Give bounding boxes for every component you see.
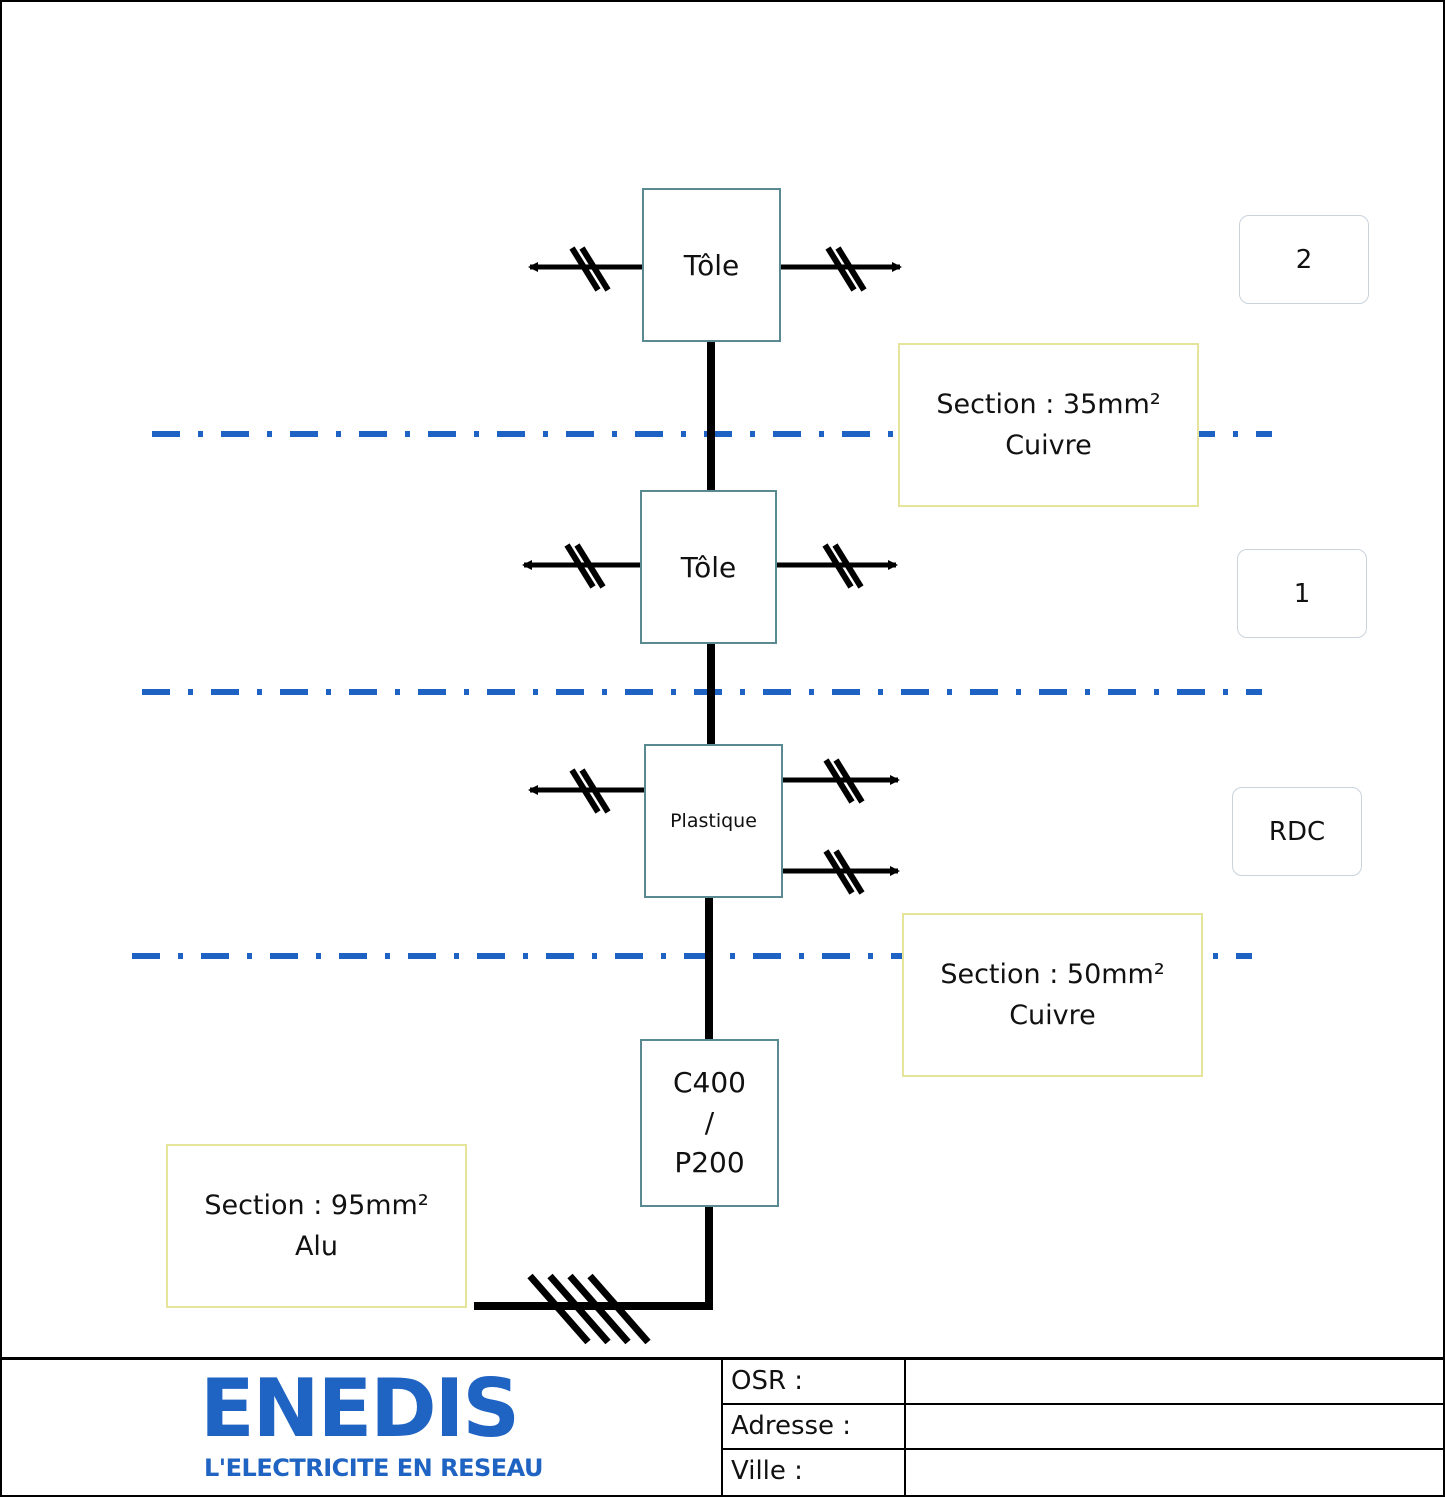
row-adresse: Adresse : bbox=[723, 1405, 1443, 1450]
section-note-35mm-line-1: Section : 35mm² bbox=[936, 389, 1161, 420]
row-ville-value[interactable] bbox=[904, 1450, 1443, 1495]
row-ville-label: Ville : bbox=[731, 1456, 803, 1486]
meter-label-line-1: C400 bbox=[673, 1066, 746, 1099]
level-label-rdc: RDC bbox=[1232, 787, 1362, 876]
panel-level-1-label: Tôle bbox=[680, 550, 737, 584]
meter-label-line-2: / bbox=[704, 1106, 715, 1139]
logo-cell: ENEDIS L'ELECTRICITE EN RESEAU bbox=[2, 1360, 723, 1495]
level-label-2: 2 bbox=[1239, 215, 1369, 304]
panel-level-1: Tôle bbox=[640, 490, 777, 644]
row-osr: OSR : bbox=[723, 1360, 1443, 1405]
section-note-95mm-line-1: Section : 95mm² bbox=[204, 1190, 429, 1221]
section-note-35mm: Section : 35mm² Cuivre bbox=[898, 343, 1199, 507]
section-note-35mm-line-2: Cuivre bbox=[1005, 430, 1092, 461]
section-note-95mm: Section : 95mm² Alu bbox=[166, 1144, 467, 1308]
panel-level-2: Tôle bbox=[642, 188, 781, 342]
section-note-50mm-line-2: Cuivre bbox=[1009, 1000, 1096, 1031]
panel-rdc-label: Plastique bbox=[670, 810, 757, 832]
section-note-50mm-line-1: Section : 50mm² bbox=[940, 959, 1165, 990]
meter-box: C400 / P200 bbox=[640, 1039, 779, 1207]
wiring-diagram: Tôle Tôle Plastique C400 / P200 2 1 RDC … bbox=[132, 188, 1369, 1345]
level-label-1: 1 bbox=[1237, 549, 1367, 638]
row-ville: Ville : bbox=[723, 1450, 1443, 1495]
diagram-canvas bbox=[132, 246, 1272, 1345]
row-adresse-value[interactable] bbox=[904, 1405, 1443, 1448]
panel-level-2-label: Tôle bbox=[683, 248, 740, 282]
section-note-95mm-line-2: Alu bbox=[294, 1231, 339, 1262]
panel-rdc: Plastique bbox=[644, 744, 783, 898]
section-note-50mm: Section : 50mm² Cuivre bbox=[902, 913, 1203, 1077]
row-osr-value[interactable] bbox=[904, 1360, 1443, 1403]
row-adresse-label: Adresse : bbox=[731, 1411, 852, 1441]
conductor-ticks bbox=[564, 246, 867, 895]
row-osr-label: OSR : bbox=[731, 1366, 804, 1396]
enedis-tagline: L'ELECTRICITE EN RESEAU bbox=[204, 1454, 544, 1482]
service-cable-ticks bbox=[527, 1273, 651, 1345]
enedis-logo: ENEDIS bbox=[200, 1362, 520, 1455]
title-block: ENEDIS L'ELECTRICITE EN RESEAU OSR : Adr… bbox=[2, 1357, 1443, 1495]
meter-label-line-3: P200 bbox=[674, 1146, 745, 1179]
